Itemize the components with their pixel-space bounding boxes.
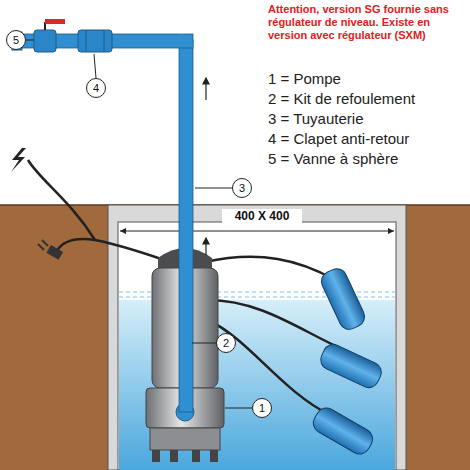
callout-circle: 1 [252, 398, 272, 418]
dimension-label: 400 X 400 [222, 209, 302, 223]
callout-number: 2 [223, 338, 229, 349]
callout-number: 3 [239, 183, 245, 194]
pit [118, 222, 396, 470]
callout-circle: 2 [216, 333, 236, 353]
discharge-pipe [12, 32, 193, 412]
ball-valve [34, 19, 65, 52]
legend-entry: 3 = Tuyauterie [268, 110, 468, 128]
leader-lines [26, 40, 252, 408]
legend-entry: 4 = Clapet anti-retour [268, 130, 468, 148]
ground [0, 205, 470, 470]
warning-note: Attention, version SG fournie sans régul… [268, 3, 464, 43]
legend-entry: 1 = Pompe [268, 70, 468, 88]
callout-circle: 5 [6, 30, 26, 50]
power-plug [38, 240, 63, 260]
float-switch [310, 265, 385, 457]
legend-entry: 5 = Vanne à sphère [268, 150, 468, 168]
callout-number: 1 [259, 403, 265, 414]
lightning-symbol [11, 148, 26, 172]
callout-circle: 3 [232, 178, 252, 198]
legend-entry: 2 = Kit de refoulement [268, 90, 468, 108]
pit-wall [108, 205, 406, 470]
callout-circle: 4 [86, 78, 106, 98]
check-valve [78, 30, 112, 52]
callout-number: 4 [93, 83, 99, 94]
callout-number: 5 [13, 35, 19, 46]
